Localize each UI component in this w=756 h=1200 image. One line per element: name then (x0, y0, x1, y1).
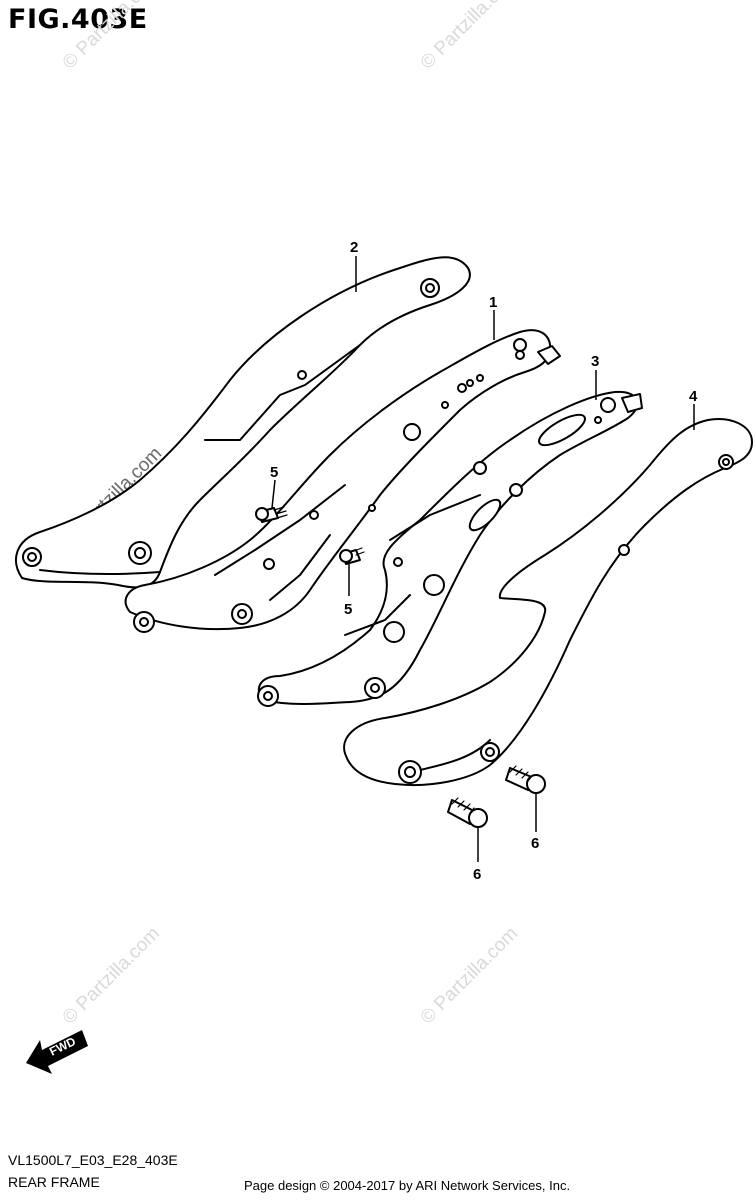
part-3-rear-frame-left (257, 390, 643, 707)
part-1-rear-frame-right (124, 329, 561, 633)
callout-4: 4 (689, 388, 698, 405)
watermark-text: © Partzilla.com (59, 923, 164, 1028)
part-4-frame-cover-front (343, 418, 753, 787)
watermark-text: © Partzilla.com (417, 0, 522, 74)
callout-labels: 2 1 3 4 5 5 6 6 (270, 239, 698, 883)
callout-2: 2 (350, 239, 358, 256)
part-6-bolt (505, 765, 546, 794)
diagram-caption: REAR FRAME (8, 1174, 100, 1190)
callout-5: 5 (344, 601, 352, 618)
callout-3: 3 (591, 353, 599, 370)
callout-5: 5 (270, 464, 278, 481)
copyright-notice: Page design © 2004-2017 by ARI Network S… (244, 1178, 571, 1193)
callout-6: 6 (473, 866, 481, 883)
part-5-bolt (339, 547, 365, 565)
part-2-frame-cover (15, 256, 471, 589)
figure-title: FIG.403E (8, 4, 148, 35)
part-6-bolt (447, 797, 488, 828)
fwd-arrow-icon: FWD (26, 1030, 88, 1074)
watermark-text: © Partzilla.com (59, 0, 164, 74)
callout-6: 6 (531, 835, 539, 852)
leader-lines (271, 256, 695, 862)
diagram-code: VL1500L7_E03_E28_403E (8, 1152, 178, 1168)
callout-1: 1 (489, 294, 497, 311)
part-5-bolt (255, 506, 288, 523)
watermark-text: © Partzilla.com (417, 923, 522, 1028)
